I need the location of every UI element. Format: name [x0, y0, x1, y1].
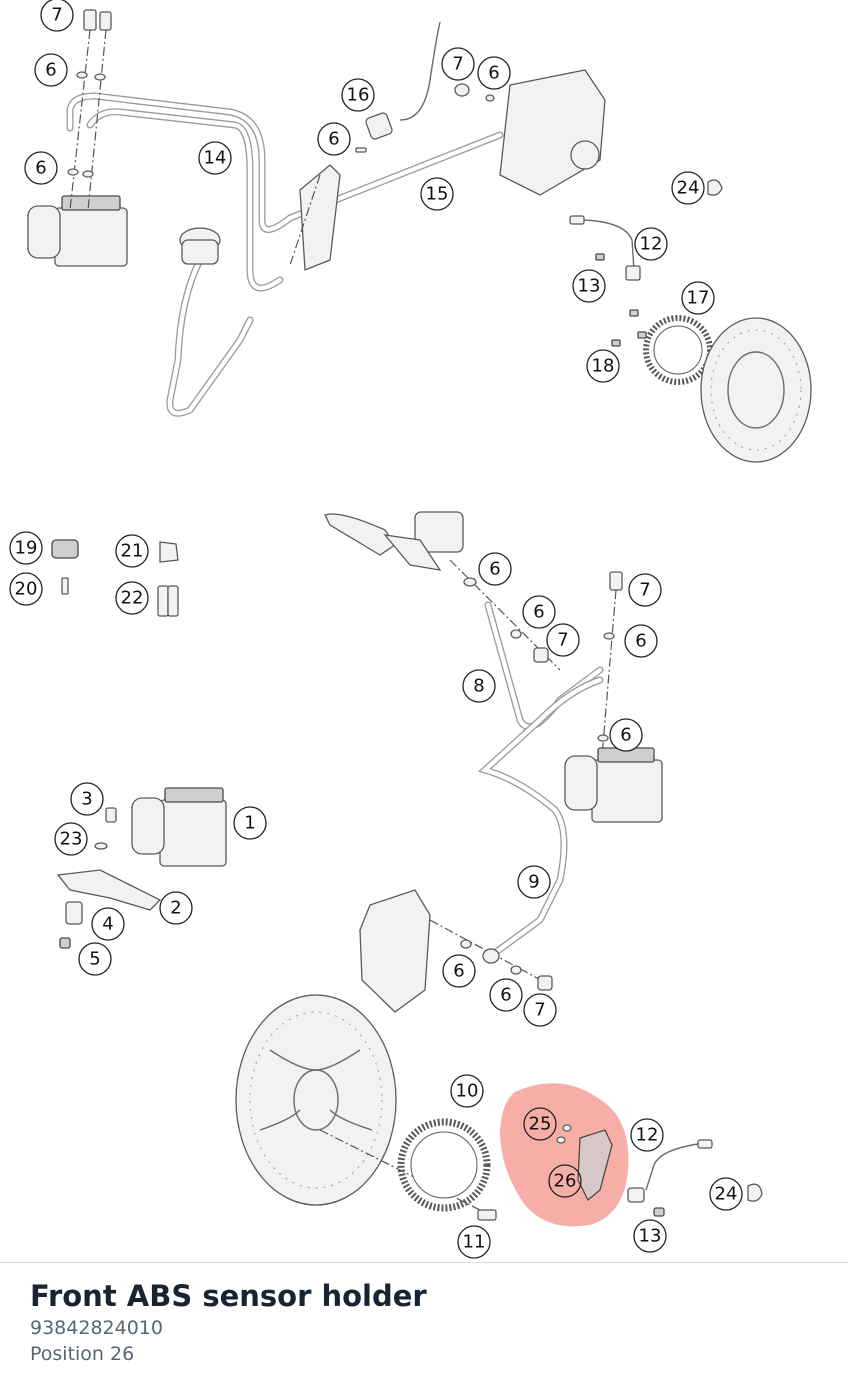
- svg-text:23: 23: [60, 829, 83, 850]
- svg-text:7: 7: [452, 54, 463, 75]
- callout-6[interactable]: 6: [522, 595, 556, 629]
- svg-text:25: 25: [529, 1114, 552, 1135]
- callout-6[interactable]: 6: [489, 978, 523, 1012]
- part-position: Position 26: [30, 1343, 135, 1365]
- callout-10[interactable]: 10: [450, 1074, 484, 1108]
- callout-13[interactable]: 13: [572, 269, 606, 303]
- part-info-panel: Front ABS sensor holder 93842824010 Posi…: [0, 1262, 848, 1390]
- svg-text:18: 18: [592, 356, 615, 377]
- callout-23[interactable]: 23: [54, 822, 88, 856]
- callout-3[interactable]: 3: [70, 782, 104, 816]
- callout-18[interactable]: 18: [586, 349, 620, 383]
- svg-text:6: 6: [453, 961, 464, 982]
- callout-11[interactable]: 11: [457, 1225, 491, 1259]
- callout-6[interactable]: 6: [442, 954, 476, 988]
- svg-text:24: 24: [715, 1184, 738, 1205]
- svg-text:20: 20: [15, 579, 38, 600]
- abs-module-assembly: [56, 787, 227, 949]
- part-title: Front ABS sensor holder: [30, 1279, 427, 1313]
- svg-text:6: 6: [35, 158, 46, 179]
- callout-20[interactable]: 20: [9, 572, 43, 606]
- svg-text:24: 24: [677, 178, 700, 199]
- callout-7[interactable]: 7: [441, 47, 475, 81]
- svg-text:4: 4: [102, 914, 113, 935]
- rear-brake-assembly: [27, 9, 812, 463]
- callout-7[interactable]: 7: [40, 0, 74, 32]
- callout-7[interactable]: 7: [523, 993, 557, 1027]
- svg-text:13: 13: [578, 276, 601, 297]
- svg-text:7: 7: [534, 1000, 545, 1021]
- svg-text:8: 8: [473, 676, 484, 697]
- svg-text:7: 7: [51, 5, 62, 26]
- svg-text:6: 6: [489, 559, 500, 580]
- callout-12[interactable]: 12: [630, 1118, 664, 1152]
- callout-6[interactable]: 6: [624, 624, 658, 658]
- exploded-parts-diagram: 7 6 6 14 16 6 7 6 15 24 12 13 17 18 19 2…: [9, 0, 812, 1259]
- svg-text:6: 6: [533, 602, 544, 623]
- front-disc-assembly: [235, 994, 497, 1221]
- svg-text:6: 6: [488, 63, 499, 84]
- svg-text:9: 9: [528, 872, 539, 893]
- part-number: 93842824010: [30, 1317, 163, 1339]
- svg-text:13: 13: [639, 1226, 662, 1247]
- svg-text:6: 6: [45, 60, 56, 81]
- svg-text:16: 16: [347, 85, 370, 106]
- svg-text:11: 11: [463, 1232, 486, 1253]
- svg-text:10: 10: [456, 1081, 479, 1102]
- selected-part-highlight[interactable]: [500, 1083, 629, 1227]
- svg-text:12: 12: [636, 1125, 659, 1146]
- svg-text:12: 12: [640, 234, 663, 255]
- svg-text:26: 26: [554, 1171, 577, 1192]
- callout-12[interactable]: 12: [634, 227, 668, 261]
- callout-24[interactable]: 24: [671, 171, 705, 205]
- small-parts-group: [51, 539, 179, 617]
- callout-7[interactable]: 7: [628, 573, 662, 607]
- svg-text:6: 6: [620, 725, 631, 746]
- callout-26[interactable]: 26: [548, 1164, 582, 1198]
- callout-13[interactable]: 13: [633, 1219, 667, 1253]
- callout-5[interactable]: 5: [78, 942, 112, 976]
- callout-22[interactable]: 22: [115, 581, 149, 615]
- callout-14[interactable]: 14: [198, 141, 232, 175]
- svg-text:19: 19: [15, 538, 38, 559]
- front-caliper-assembly: [359, 889, 553, 1013]
- svg-text:14: 14: [204, 148, 227, 169]
- svg-text:17: 17: [687, 288, 710, 309]
- callout-1[interactable]: 1: [233, 806, 267, 840]
- callout-2[interactable]: 2: [159, 891, 193, 925]
- callout-16[interactable]: 16: [341, 78, 375, 112]
- svg-text:7: 7: [639, 580, 650, 601]
- svg-text:22: 22: [121, 588, 144, 609]
- svg-text:6: 6: [500, 985, 511, 1006]
- callout-25[interactable]: 25: [523, 1107, 557, 1141]
- svg-text:3: 3: [81, 789, 92, 810]
- callout-9[interactable]: 9: [517, 865, 551, 899]
- callout-8[interactable]: 8: [462, 669, 496, 703]
- svg-text:15: 15: [426, 184, 449, 205]
- callout-21[interactable]: 21: [115, 534, 149, 568]
- callout-6[interactable]: 6: [24, 151, 58, 185]
- callout-15[interactable]: 15: [420, 177, 454, 211]
- front-sensor-assembly: [627, 1139, 763, 1217]
- callout-6[interactable]: 6: [317, 122, 351, 156]
- svg-text:2: 2: [170, 898, 181, 919]
- svg-text:7: 7: [557, 630, 568, 651]
- callout-19[interactable]: 19: [9, 531, 43, 565]
- svg-text:6: 6: [328, 129, 339, 150]
- callout-6[interactable]: 6: [34, 53, 68, 87]
- callout-6[interactable]: 6: [609, 718, 643, 752]
- callout-24[interactable]: 24: [709, 1177, 743, 1211]
- callout-7[interactable]: 7: [546, 623, 580, 657]
- front-brake-lines: [324, 511, 663, 959]
- callout-17[interactable]: 17: [681, 281, 715, 315]
- svg-text:1: 1: [244, 813, 255, 834]
- callout-6[interactable]: 6: [477, 56, 511, 90]
- svg-text:21: 21: [121, 541, 144, 562]
- svg-text:6: 6: [635, 631, 646, 652]
- svg-text:5: 5: [89, 949, 100, 970]
- callout-4[interactable]: 4: [91, 907, 125, 941]
- callout-6[interactable]: 6: [478, 552, 512, 586]
